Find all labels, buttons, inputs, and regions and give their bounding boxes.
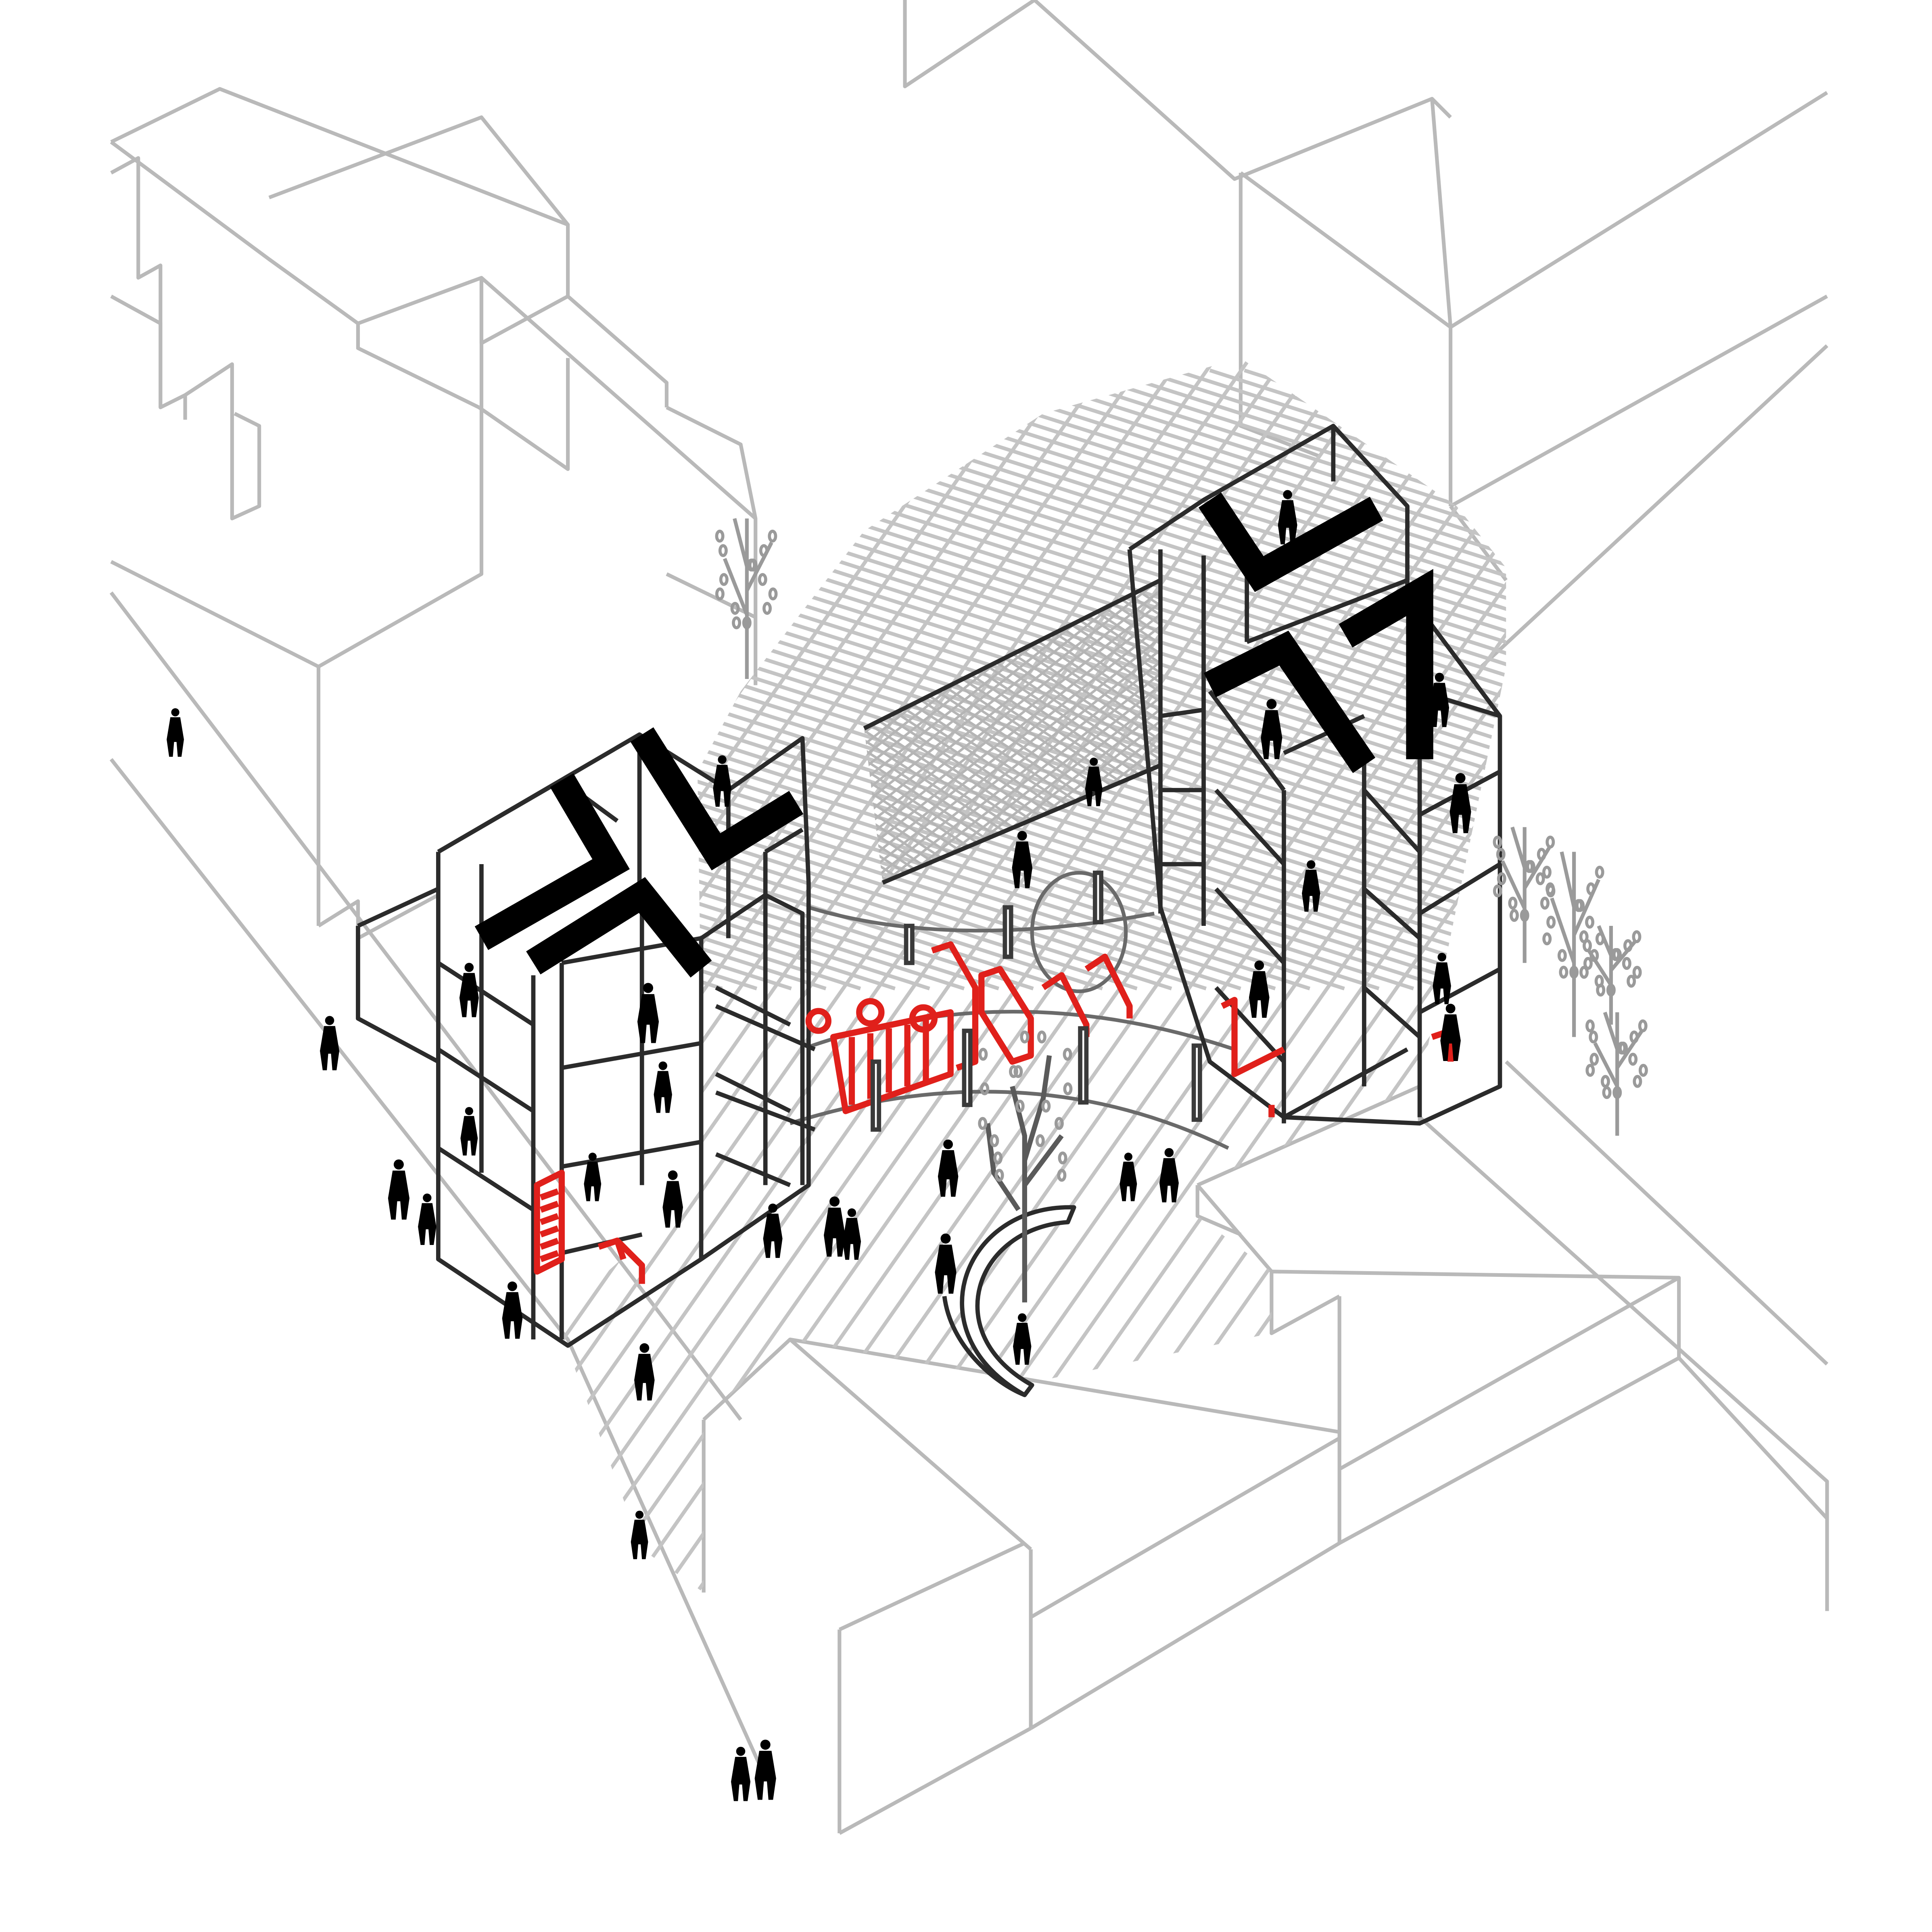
pedestrian-figure bbox=[1012, 831, 1033, 888]
pedestrian-figure bbox=[654, 1061, 672, 1113]
pedestrian-figure bbox=[1430, 673, 1450, 727]
pedestrian-figure bbox=[418, 1193, 437, 1245]
tree bbox=[715, 518, 778, 679]
pedestrian-figure bbox=[1120, 1153, 1137, 1201]
context-building-southeast bbox=[1195, 1060, 1829, 1611]
pedestrian-figure bbox=[502, 1281, 523, 1339]
pedestrian-figure bbox=[388, 1159, 409, 1220]
bollard-posts bbox=[871, 871, 1202, 1132]
pedestrian-figure bbox=[631, 1510, 648, 1559]
pedestrian-figure bbox=[637, 983, 659, 1043]
pedestrian-figure bbox=[935, 1233, 957, 1294]
pedestrian-figure bbox=[938, 1139, 959, 1197]
central-tree bbox=[978, 1030, 1073, 1303]
pedestrian-figure bbox=[763, 1203, 783, 1258]
pedestrian-figure bbox=[1159, 1148, 1179, 1203]
context-building-south bbox=[702, 1337, 1341, 1835]
tree bbox=[1542, 851, 1605, 1037]
left-building-block bbox=[356, 732, 816, 1348]
red-play-structures bbox=[534, 941, 1454, 1284]
pedestrian-figure bbox=[320, 1016, 340, 1070]
pedestrian-figure bbox=[1249, 960, 1270, 1018]
pedestrian-figure bbox=[824, 1196, 846, 1257]
pedestrian-figure bbox=[1261, 699, 1282, 759]
context-building-northwest bbox=[109, 87, 767, 1779]
pedestrian-figure bbox=[584, 1153, 602, 1201]
pedestrian-figure bbox=[1013, 1313, 1032, 1365]
pedestrian-figure bbox=[459, 963, 479, 1017]
tree bbox=[1579, 925, 1642, 1025]
pedestrian-figure bbox=[1278, 490, 1297, 545]
pedestrian-figure bbox=[662, 1170, 683, 1228]
pedestrian-figure bbox=[1302, 860, 1320, 912]
pedestrian-figure bbox=[460, 1107, 478, 1156]
pedestrian-figures bbox=[167, 490, 1471, 1801]
pedestrian-figure bbox=[731, 1746, 751, 1801]
pedestrian-figure bbox=[1440, 1004, 1461, 1061]
pedestrian-figure bbox=[713, 755, 731, 807]
trees bbox=[715, 518, 1648, 1303]
curved-bench bbox=[942, 1205, 1076, 1397]
pedestrian-figure bbox=[754, 1740, 776, 1800]
pedestrian-figure bbox=[167, 708, 184, 757]
pedestrian-figure bbox=[634, 1343, 655, 1401]
roof-walls bbox=[474, 492, 1433, 978]
tree bbox=[1493, 826, 1556, 963]
pedestrian-figure bbox=[1433, 952, 1451, 1005]
pedestrian-figure bbox=[842, 1208, 861, 1260]
context-building-northeast bbox=[903, 0, 1829, 668]
context-buildings bbox=[109, 0, 1829, 1835]
pedestrian-figure bbox=[1085, 757, 1103, 806]
tree bbox=[1585, 1011, 1648, 1136]
pedestrian-figure bbox=[1450, 773, 1471, 833]
